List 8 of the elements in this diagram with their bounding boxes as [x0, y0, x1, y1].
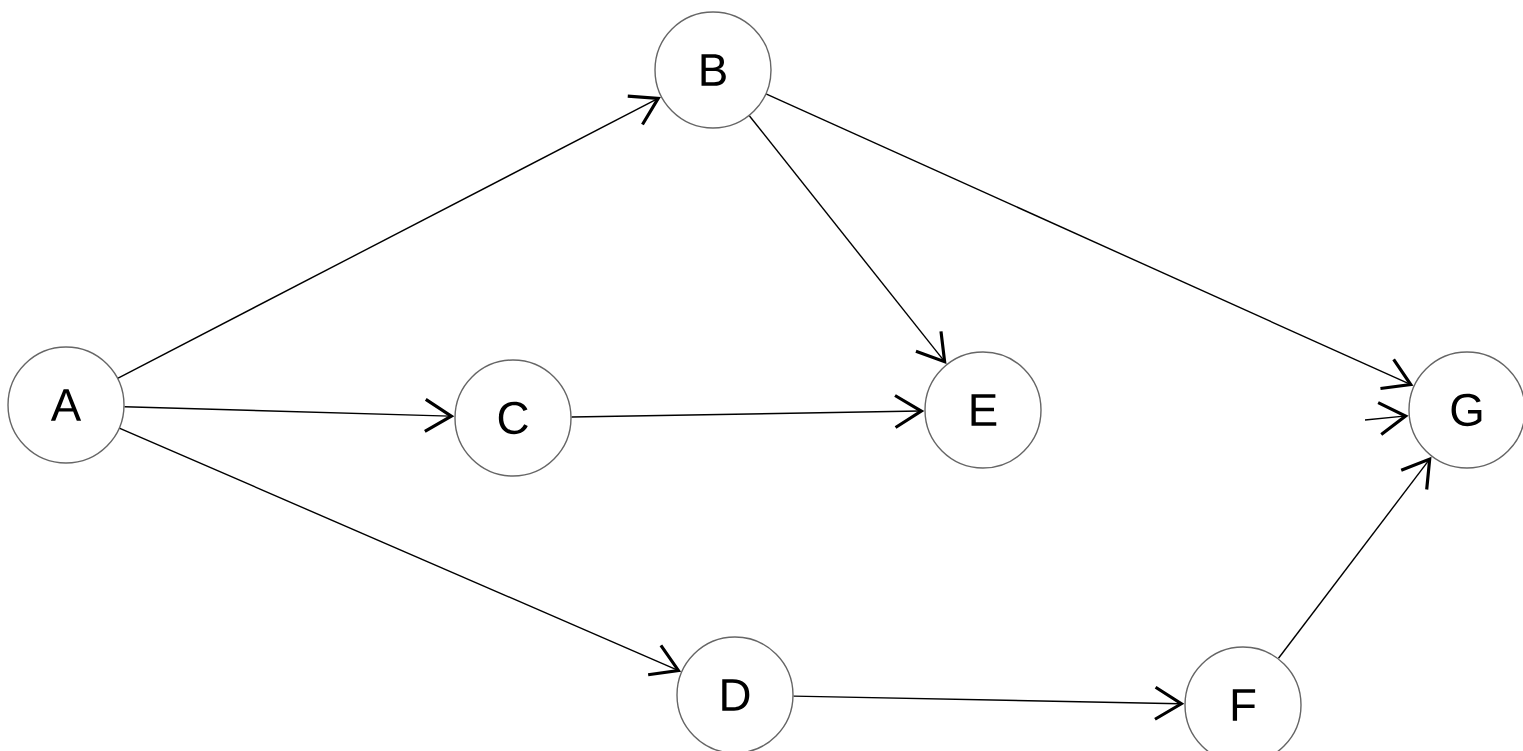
arrow	[765, 93, 1414, 391]
arrow	[793, 685, 1185, 721]
arrow	[1277, 456, 1432, 659]
arrow	[571, 394, 925, 429]
arrow	[117, 94, 661, 379]
arrow	[123, 398, 455, 433]
arrow	[119, 427, 682, 677]
arrow	[748, 115, 947, 364]
